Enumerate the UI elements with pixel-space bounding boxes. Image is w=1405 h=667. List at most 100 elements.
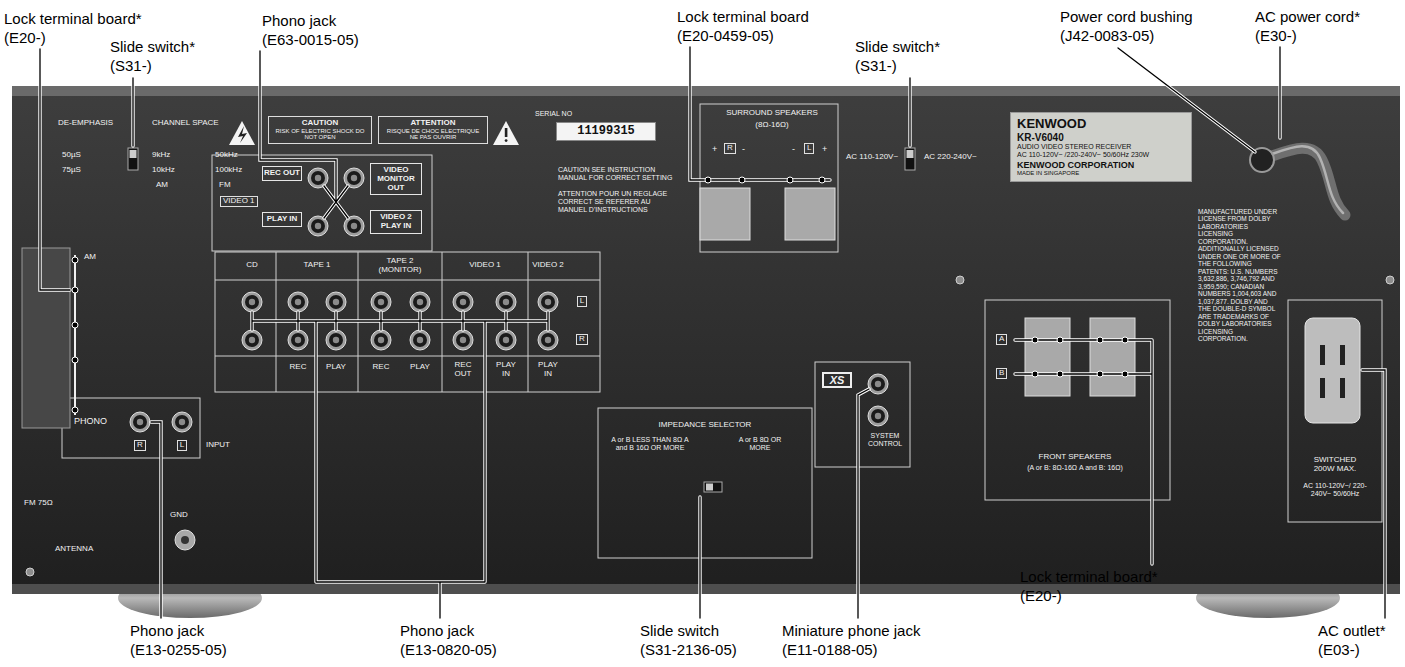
panel-marking: SWITCHED 200W MAX.	[1304, 455, 1366, 473]
callout-label: (E03-)	[1318, 641, 1360, 658]
box-text: KR-V6040	[1017, 132, 1185, 144]
boxed-marking: L	[577, 296, 587, 307]
callout-label: AC outlet*	[1318, 622, 1386, 639]
panel-marking: AM	[84, 252, 96, 261]
box-heading: REC OUT	[264, 169, 300, 178]
callout-label: (J42-0083-05)	[1060, 27, 1154, 44]
box-heading: KENWOOD	[1017, 117, 1185, 132]
callout-label: Slide switch	[640, 622, 719, 639]
box-heading: XS	[826, 374, 848, 386]
logo-box: XS	[822, 372, 852, 388]
panel-marking: VIDEO 1	[469, 260, 501, 269]
panel-marking: SERIAL NO	[535, 110, 572, 118]
callout-label: (E20-)	[4, 29, 46, 46]
panel-marking: AM	[156, 180, 168, 189]
box-heading: ATTENTION	[382, 119, 484, 128]
jack-label-box: REC OUT	[262, 166, 302, 181]
panel-marking: 75µS	[62, 165, 81, 174]
box-text: AC 110-120V~ /220-240V~ 50/60Hz 230W	[1017, 151, 1185, 159]
panel-marking: +	[712, 144, 717, 154]
panel-marking: 50µS	[62, 150, 81, 159]
panel-marking: PLAY	[326, 362, 346, 371]
callout-label: Slide switch*	[110, 38, 195, 55]
panel-marking: (A or B: 8Ω-16Ω A and B: 16Ω)	[1023, 464, 1127, 472]
panel-marking: A or B 8Ω OR MORE	[729, 436, 791, 452]
panel-marking: PLAY IN	[494, 360, 518, 378]
box-text: RISK OF ELECTRIC SHOCK DO NOT OPEN	[272, 128, 368, 141]
panel-marking: ANTENNA	[55, 544, 93, 553]
callout-label: (E20-0459-05)	[677, 27, 774, 44]
boxed-marking: R	[576, 334, 588, 345]
callout-label: (S31-)	[110, 57, 152, 74]
callout-label: (E30-)	[1255, 27, 1297, 44]
box-text: AUDIO VIDEO STEREO RECEIVER	[1017, 143, 1185, 151]
panel-marking: TAPE 1	[304, 260, 331, 269]
jack-label-box: PLAY IN	[262, 212, 302, 227]
jack-label-box: VIDEO 2 PLAY IN	[370, 210, 422, 234]
box-heading: CAUTION	[272, 119, 368, 128]
callout-label: Lock terminal board*	[1020, 568, 1158, 585]
boxed-marking: L	[804, 143, 814, 154]
callout-label: Phono jack	[400, 622, 474, 639]
callout-label: Lock terminal board*	[4, 10, 142, 27]
panel-marking: AC 220-240V~	[924, 152, 977, 161]
panel-marking: -	[792, 144, 795, 154]
callout-label: Slide switch*	[855, 38, 940, 55]
panel-marking: AC 110-120V~/ 220-240V~ 50/60Hz	[1299, 482, 1371, 498]
callout-label: (E13-0255-05)	[130, 641, 227, 658]
panel-marking: VIDEO 2	[532, 260, 564, 269]
panel-marking: PLAY	[410, 362, 430, 371]
boxed-marking: R	[724, 143, 736, 154]
callout-label: Miniature phone jack	[782, 622, 920, 639]
panel-marking: CD	[246, 260, 258, 269]
panel-marking: REC	[290, 362, 307, 371]
panel-marking: GND	[170, 510, 188, 519]
panel-marking: INPUT	[206, 440, 230, 449]
box-text: RISQUE DE CHOC ELECTRIQUE NE PAS OUVRIR	[382, 128, 484, 141]
callout-label: (S31-)	[855, 57, 897, 74]
box-text: KENWOOD CORPORATION	[1017, 160, 1185, 170]
rating-plate: KENWOODKR-V6040AUDIO VIDEO STEREO RECEIV…	[1010, 112, 1192, 182]
callout-label: (E20-)	[1020, 587, 1062, 604]
panel-marking: (8Ω-16Ω)	[755, 120, 788, 129]
panel-marking: REC	[373, 362, 390, 371]
panel-marking: AC 110-120V~	[846, 152, 898, 161]
box-heading: 11199315	[559, 125, 653, 138]
panel-marking: FM 75Ω	[24, 498, 53, 507]
panel-marking: -	[742, 144, 745, 154]
callout-label: Phono jack	[262, 12, 336, 29]
panel-marking: ATTENTION POUR UN REGLAGE CORRECT SE REF…	[558, 190, 676, 214]
panel-marking: REC OUT	[451, 360, 475, 378]
serial-number-box: 11199315	[556, 122, 656, 141]
panel-marking: DE-EMPHASIS	[58, 118, 113, 127]
panel-marking: PHONO	[74, 416, 107, 426]
boxed-marking: VIDEO 1	[220, 196, 258, 207]
boxed-marking: L	[177, 440, 187, 451]
panel-marking: CHANNEL SPACE	[152, 118, 219, 127]
callout-label: AC power cord*	[1255, 8, 1360, 25]
panel-marking: PLAY IN	[536, 360, 560, 378]
panel-marking: MANUFACTURED UNDER LICENSE FROM DOLBY LA…	[1198, 208, 1282, 342]
boxed-marking: R	[134, 440, 146, 451]
jack-label-box: VIDEO MONITOR OUT	[370, 163, 422, 195]
boxed-marking: B	[996, 368, 1007, 379]
callout-label: Phono jack	[130, 622, 204, 639]
panel-marking: +	[822, 144, 827, 154]
panel-marking: CAUTION SEE INSTRUCTION MANUAL FOR CORRE…	[558, 166, 676, 182]
panel-marking: 100kHz	[215, 165, 242, 174]
warning-box: CAUTIONRISK OF ELECTRIC SHOCK DO NOT OPE…	[268, 116, 372, 144]
panel-marking: SURROUND SPEAKERS	[726, 108, 818, 117]
panel-marking: TAPE 2 (MONITOR)	[372, 256, 428, 274]
panel-marking: 50kHz	[215, 150, 238, 159]
box-heading: PLAY IN	[264, 215, 300, 224]
box-text: MADE IN SINGAPORE	[1017, 170, 1185, 177]
callout-label: Power cord bushing	[1060, 8, 1193, 25]
box-heading: VIDEO 2 PLAY IN	[372, 213, 420, 231]
boxed-marking: A	[996, 334, 1007, 345]
panel-marking: FM	[219, 180, 231, 189]
panel-marking: IMPEDANCE SELECTOR	[659, 420, 752, 429]
callout-label: (E11-0188-05)	[782, 641, 878, 658]
panel-marking: 9kHz	[152, 150, 170, 159]
panel-marking: A or B LESS THAN 8Ω A and B 16Ω OR MORE	[605, 436, 695, 452]
